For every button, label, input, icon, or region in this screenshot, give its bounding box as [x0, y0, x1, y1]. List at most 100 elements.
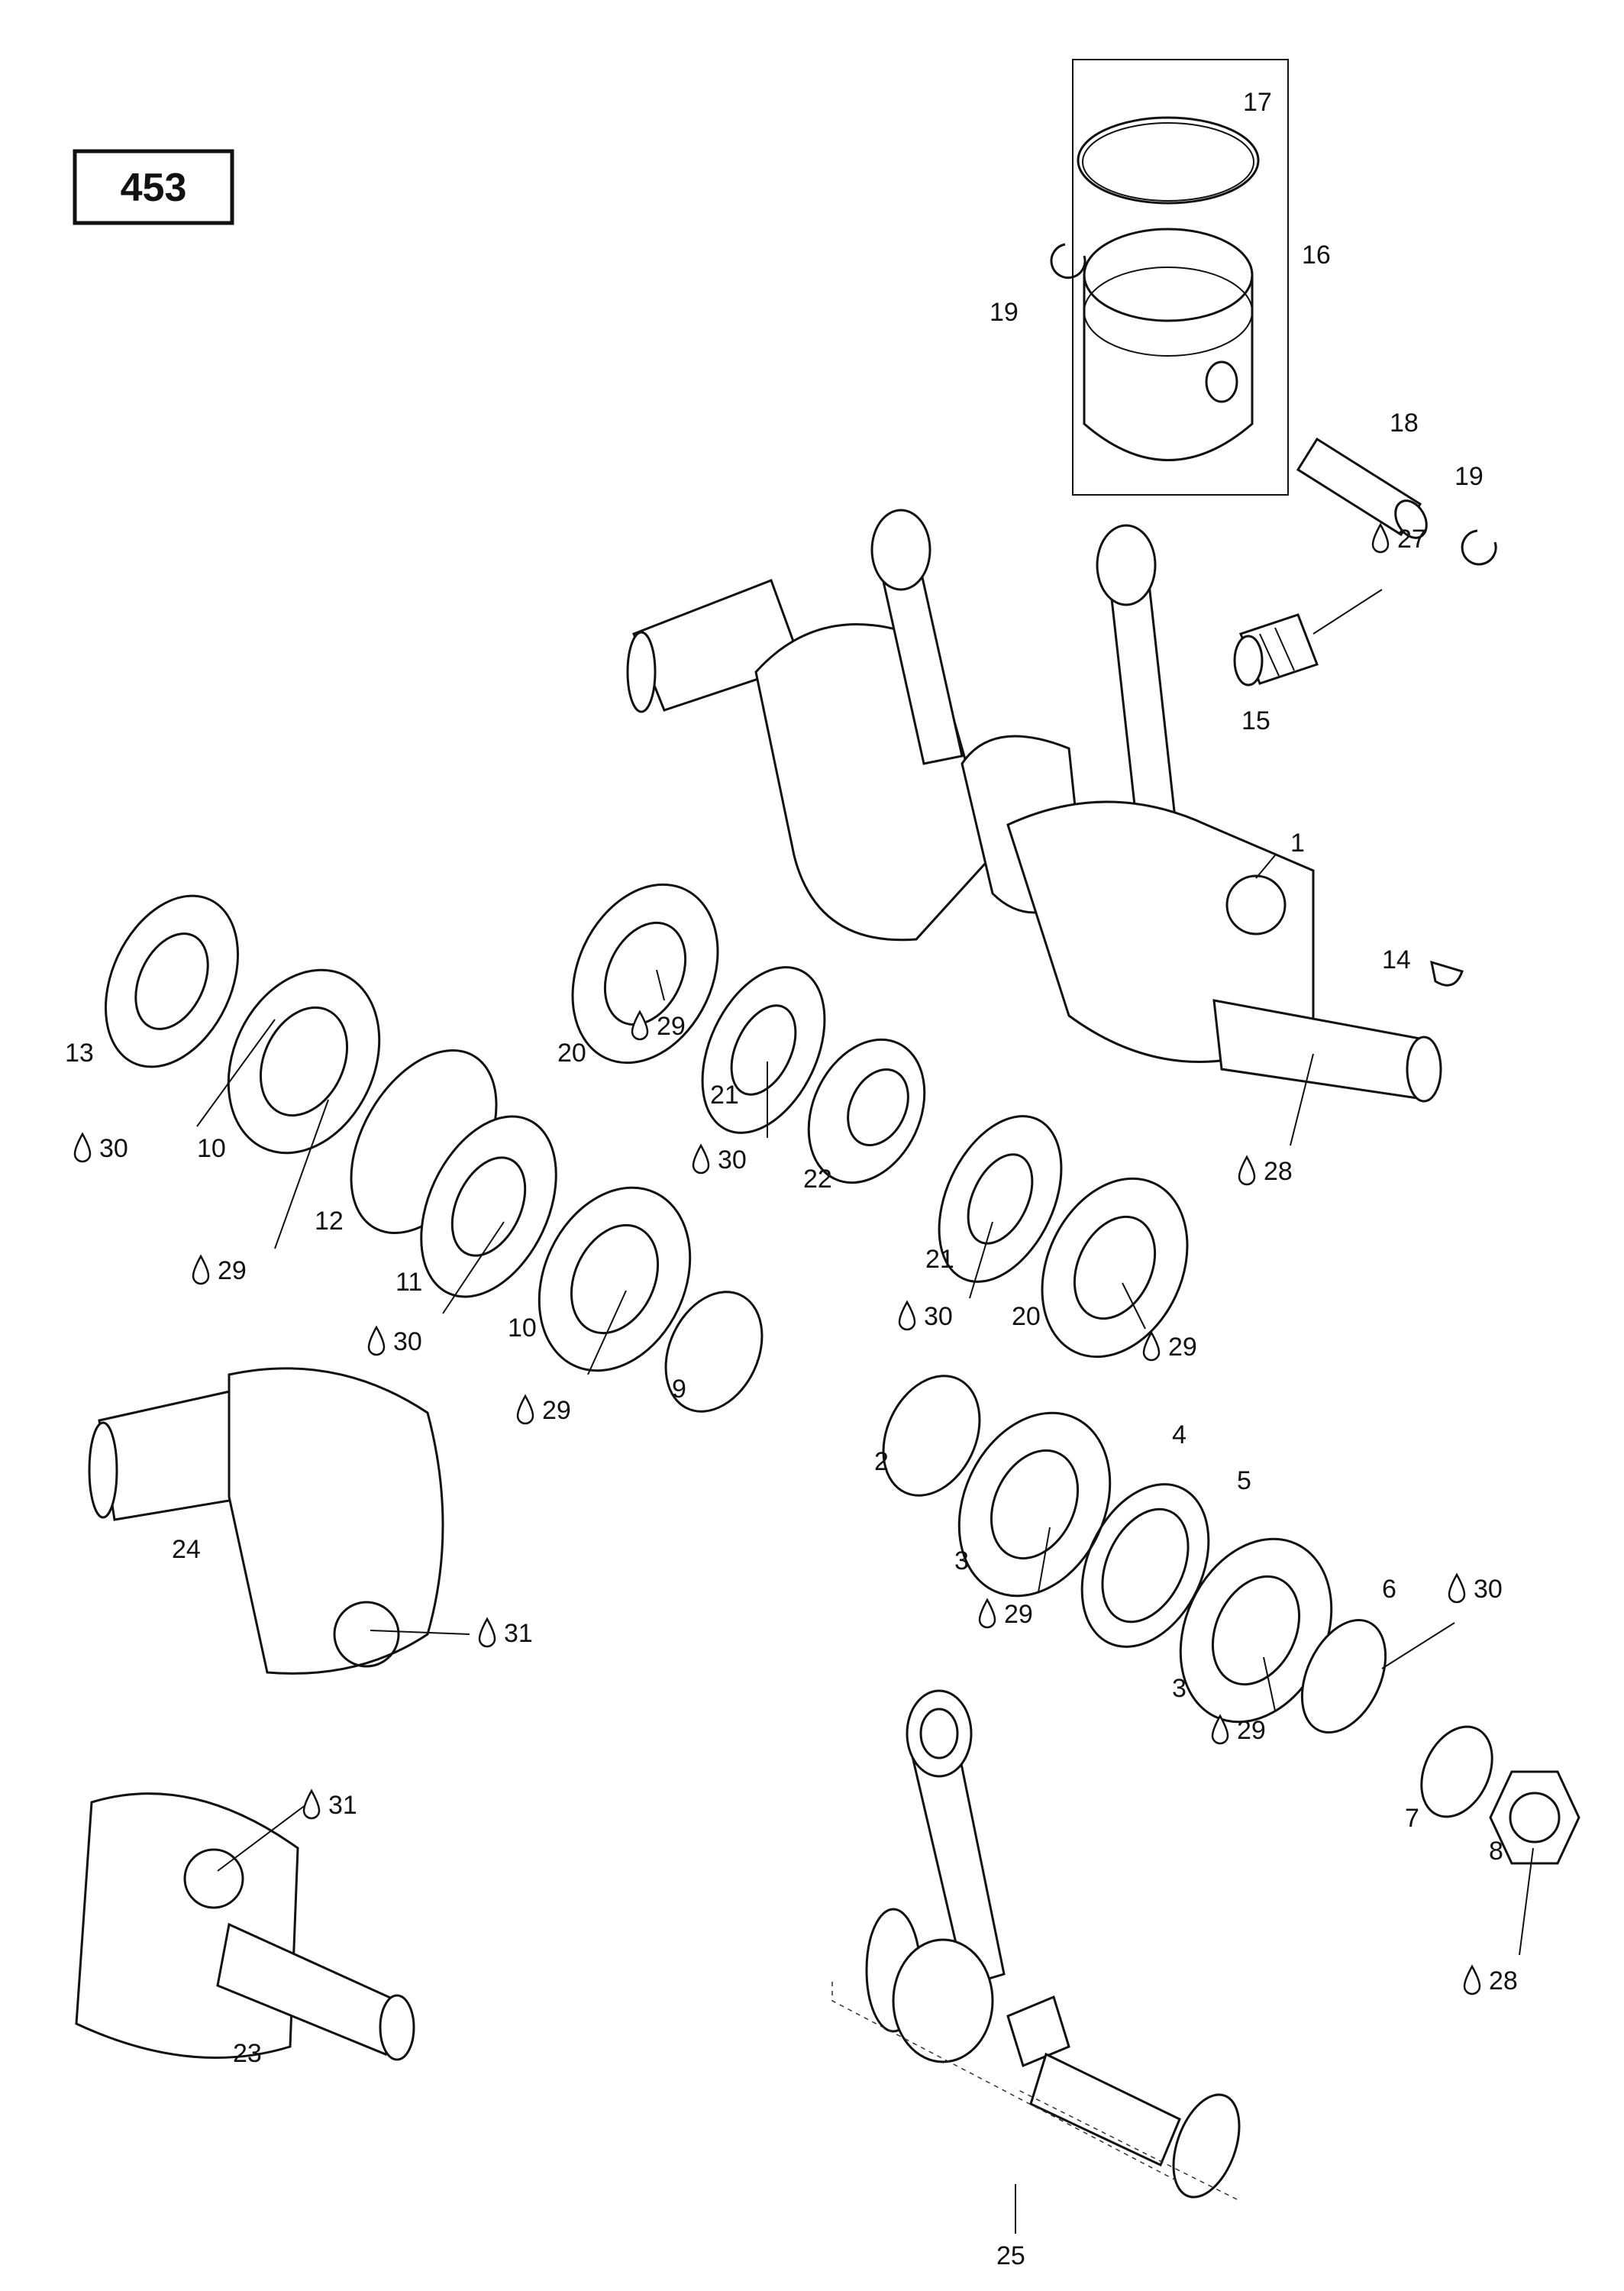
callout-c5: 5 [1237, 1466, 1251, 1495]
callout-number: 22 [803, 1165, 832, 1194]
callout-labels: 1233456789101011121314151617181919202021… [65, 88, 1518, 2270]
callout-number: 31 [504, 1619, 533, 1648]
callout-c31b: 31 [302, 1789, 357, 1820]
callout-c30e: 30 [1448, 1572, 1503, 1604]
oil-drop-icon [478, 1617, 496, 1648]
oil-seal [104, 894, 240, 1068]
callout-number: 5 [1237, 1466, 1251, 1495]
callout-number: 16 [1302, 241, 1331, 270]
callout-number: 19 [1454, 462, 1484, 491]
piston-pin [1296, 437, 1428, 539]
callout-number: 15 [1241, 706, 1270, 735]
callout-c29b: 29 [631, 1010, 686, 1041]
callout-c13: 13 [65, 1039, 94, 1068]
page-number: 453 [121, 166, 187, 210]
callout-c15: 15 [1241, 706, 1270, 735]
callout-number: 29 [218, 1256, 247, 1285]
piston [1083, 228, 1254, 461]
shim-ring [882, 1375, 981, 1497]
callout-c10b: 10 [508, 1314, 537, 1343]
callout-c30a: 30 [73, 1132, 128, 1163]
callout-c4: 4 [1172, 1420, 1187, 1449]
callout-number: 20 [557, 1039, 586, 1068]
leader-lines [196, 589, 1534, 2234]
callout-c21a: 21 [710, 1081, 739, 1110]
callout-number: 29 [1004, 1600, 1033, 1629]
callout-number: 11 [396, 1268, 422, 1297]
oil-drop-icon [1463, 1964, 1481, 1995]
callout-number: 28 [1489, 1966, 1518, 1995]
callout-c10a: 10 [197, 1134, 226, 1163]
callout-number: 7 [1405, 1804, 1419, 1833]
ball-bearing [1041, 1177, 1189, 1359]
oil-drop-icon [692, 1143, 710, 1175]
ball-bearing [227, 968, 381, 1155]
oil-seal [701, 966, 826, 1134]
callout-c21b: 21 [925, 1245, 954, 1274]
callout-c2: 2 [874, 1447, 889, 1476]
callout-number: 29 [657, 1012, 686, 1041]
ball-bearing [571, 883, 719, 1065]
callout-c31a: 31 [478, 1617, 533, 1648]
callout-number: 8 [1489, 1837, 1503, 1866]
oil-drop-icon [302, 1789, 321, 1820]
callout-c16: 16 [1302, 241, 1331, 270]
piston-pin-clip [1461, 529, 1497, 566]
callout-number: 29 [542, 1396, 571, 1425]
callout-c18: 18 [1390, 409, 1419, 438]
callout-c29a: 29 [192, 1254, 247, 1285]
oil-drop-icon [898, 1300, 916, 1331]
callout-number: 25 [996, 2241, 1025, 2270]
callout-number: 21 [925, 1245, 954, 1274]
callout-number: 4 [1172, 1420, 1187, 1449]
callout-number: 12 [315, 1207, 344, 1236]
callout-number: 23 [233, 2039, 262, 2068]
callout-number: 21 [710, 1081, 739, 1110]
ball-bearing [957, 1411, 1112, 1598]
callout-number: 3 [954, 1546, 969, 1575]
callout-number: 19 [990, 298, 1019, 327]
callout-number: 29 [1237, 1716, 1266, 1745]
hex-nut [1489, 1770, 1580, 1865]
kit-bracket [831, 1982, 1177, 2181]
oil-seal [420, 1115, 557, 1298]
crankshaft-half-upper [88, 1367, 444, 1675]
callout-number: 10 [197, 1134, 226, 1163]
page-number-badge: 453 [73, 149, 234, 225]
oil-drop-icon [1371, 522, 1390, 554]
callout-c12: 12 [315, 1207, 344, 1236]
oil-drop-icon [192, 1254, 210, 1285]
callout-c7: 7 [1405, 1804, 1419, 1833]
callout-number: 24 [172, 1535, 201, 1564]
oil-drop-icon [1238, 1155, 1256, 1186]
callout-c17: 17 [1243, 88, 1272, 117]
callout-c1: 1 [1290, 829, 1305, 858]
oil-seal [938, 1115, 1063, 1283]
callout-number: 1 [1290, 829, 1305, 858]
callout-number: 30 [99, 1134, 128, 1163]
callout-c29e: 29 [978, 1598, 1033, 1629]
callout-c28a: 28 [1238, 1155, 1293, 1186]
crankshaft-assembly [626, 509, 1442, 1103]
callout-c30d: 30 [898, 1300, 953, 1331]
callout-c6: 6 [1382, 1575, 1396, 1604]
callout-c25: 25 [996, 2241, 1025, 2270]
callout-number: 14 [1382, 945, 1411, 974]
callout-c14: 14 [1382, 945, 1411, 974]
callout-c29d: 29 [1142, 1330, 1197, 1362]
drive-gear [807, 1038, 926, 1184]
oil-drop-icon [367, 1325, 386, 1356]
callout-number: 28 [1264, 1157, 1293, 1186]
callout-number: 17 [1243, 88, 1272, 117]
callout-c19b: 19 [1454, 462, 1484, 491]
oil-drop-icon [1142, 1330, 1161, 1362]
callout-c30c: 30 [367, 1325, 422, 1356]
ball-bearing [538, 1186, 692, 1372]
callout-number: 13 [65, 1039, 94, 1068]
callout-c9: 9 [672, 1375, 686, 1404]
oil-drop-icon [1211, 1714, 1229, 1745]
shim-ring [664, 1291, 764, 1413]
callout-number: 3 [1172, 1674, 1187, 1703]
callout-number: 10 [508, 1314, 537, 1343]
